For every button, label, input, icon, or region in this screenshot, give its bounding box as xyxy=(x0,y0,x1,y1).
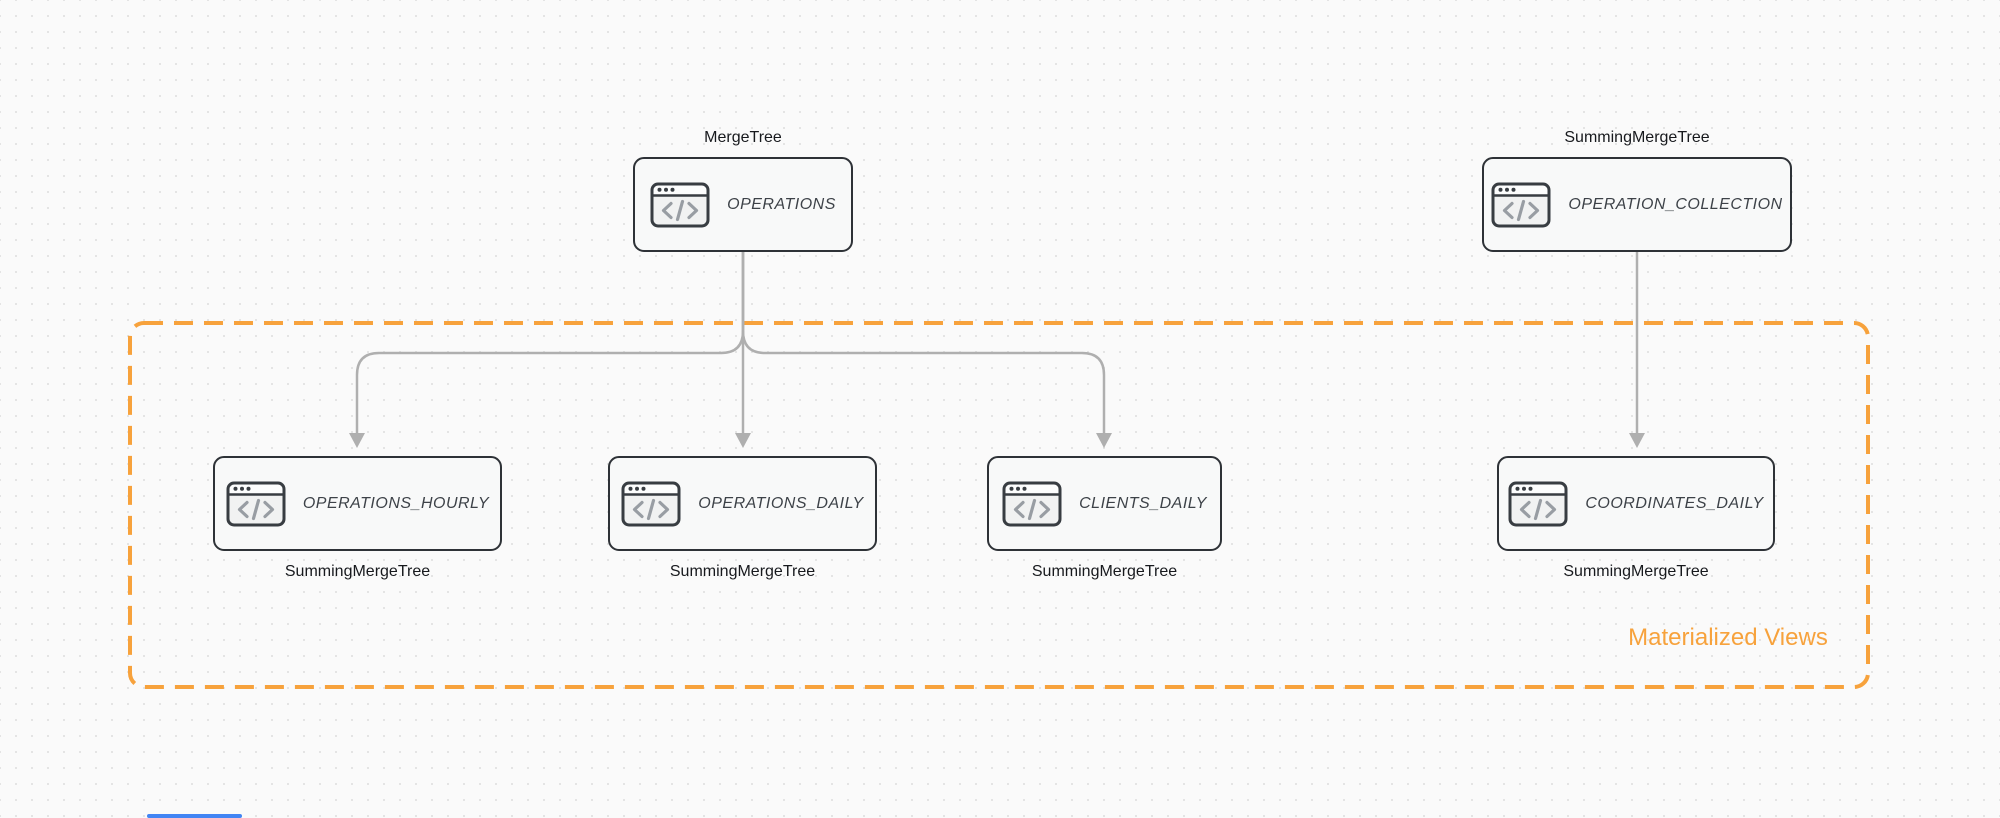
arrowhead-icon xyxy=(1629,433,1645,448)
code-window-icon xyxy=(226,481,286,527)
node-operation-collection: SummingMergeTree OPERATION_COLLECTION xyxy=(1482,129,1792,252)
table-name: OPERATIONS_HOURLY xyxy=(302,494,490,512)
materialized-views-label: Materialized Views xyxy=(1628,624,1828,651)
table-name: CLIENTS_DAILY xyxy=(1079,494,1207,512)
arrowhead-icon xyxy=(1096,433,1112,448)
node-operations-daily: OPERATIONS_DAILY SummingMergeTree xyxy=(608,456,877,580)
arrowhead-icon xyxy=(349,433,365,448)
code-window-icon xyxy=(1508,481,1568,527)
table-name: OPERATIONS xyxy=(727,195,836,213)
table-node-box[interactable]: OPERATIONS xyxy=(633,157,853,252)
table-node-box[interactable]: CLIENTS_DAILY xyxy=(987,456,1222,551)
table-node-box[interactable]: OPERATIONS_HOURLY xyxy=(213,456,502,551)
arrowhead-icon xyxy=(735,433,751,448)
materialized-views-group-box xyxy=(128,321,1870,689)
node-coordinates-daily: COORDINATES_DAILY SummingMergeTree xyxy=(1497,456,1775,580)
engine-label: SummingMergeTree xyxy=(669,563,816,580)
horizontal-scrollbar[interactable] xyxy=(147,814,242,818)
code-window-icon xyxy=(650,182,710,228)
table-node-box[interactable]: OPERATIONS_DAILY xyxy=(608,456,877,551)
engine-label: SummingMergeTree xyxy=(1564,129,1710,146)
table-node-box[interactable]: COORDINATES_DAILY xyxy=(1497,456,1775,551)
code-window-icon xyxy=(621,481,681,527)
edge-operations-to-clients-daily xyxy=(741,252,1106,434)
edge-operations-to-operations-hourly xyxy=(355,252,745,434)
code-window-icon xyxy=(1491,182,1551,228)
table-name: COORDINATES_DAILY xyxy=(1585,494,1764,512)
engine-label: SummingMergeTree xyxy=(1563,563,1709,580)
engine-label: MergeTree xyxy=(704,129,782,146)
node-operations: MergeTree OPERATIONS xyxy=(633,129,853,252)
code-window-icon xyxy=(1002,481,1062,527)
table-name: OPERATIONS_DAILY xyxy=(698,494,864,512)
table-node-box[interactable]: OPERATION_COLLECTION xyxy=(1482,157,1792,252)
table-name: OPERATION_COLLECTION xyxy=(1568,195,1783,213)
node-operations-hourly: OPERATIONS_HOURLY SummingMergeTree xyxy=(213,456,502,580)
engine-label: SummingMergeTree xyxy=(1031,563,1178,580)
node-clients-daily: CLIENTS_DAILY SummingMergeTree xyxy=(987,456,1222,580)
engine-label: SummingMergeTree xyxy=(284,563,431,580)
